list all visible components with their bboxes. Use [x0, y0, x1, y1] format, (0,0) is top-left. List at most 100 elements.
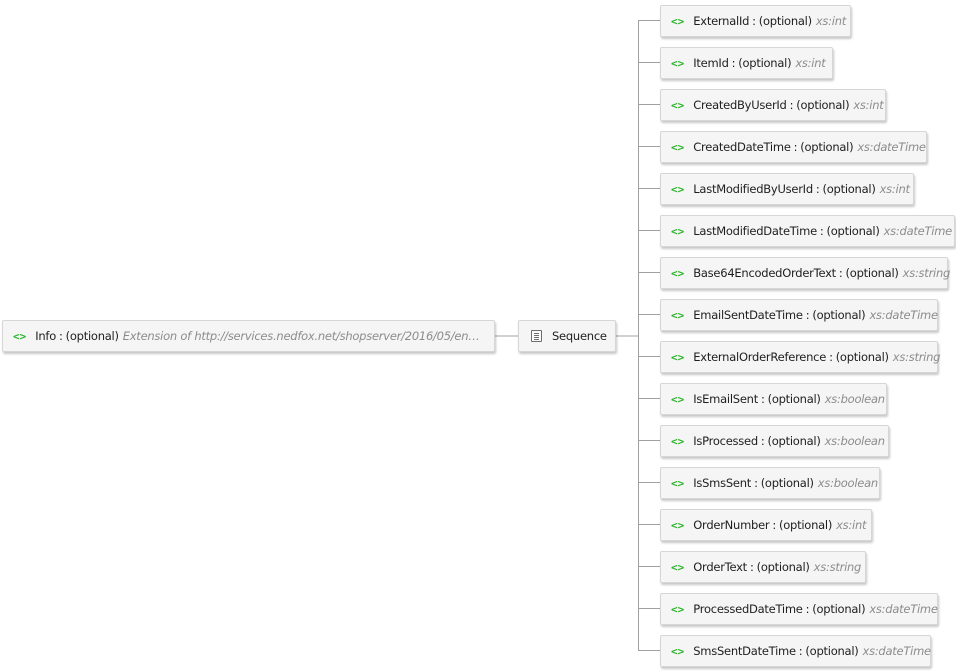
element-separator: : — [752, 14, 756, 28]
element-node[interactable]: <> IsSmsSent:(optional)xs:boolean — [660, 467, 880, 499]
element-type: xs:string — [813, 560, 862, 574]
element-icon: <> — [671, 266, 685, 280]
element-node[interactable]: <> ItemId:(optional)xs:int — [660, 47, 833, 79]
element-separator: : — [754, 476, 758, 490]
element-type: xs:dateTime — [883, 224, 953, 238]
sequence-icon — [531, 330, 542, 342]
element-icon: <> — [671, 14, 685, 28]
element-occurrence: (optional) — [756, 560, 810, 574]
element-type: xs:dateTime — [857, 140, 926, 154]
element-separator: : — [829, 350, 833, 364]
element-type: xs:string — [902, 266, 951, 280]
element-occurrence: (optional) — [796, 98, 850, 112]
element-name: LastModifiedDateTime — [693, 224, 817, 238]
element-icon: <> — [671, 224, 685, 238]
element-occurrence: (optional) — [760, 476, 814, 490]
element-name: ProcessedDateTime — [693, 602, 803, 616]
element-name: EmailSentDateTime — [693, 308, 803, 322]
element-icon: <> — [671, 644, 685, 658]
element-icon: <> — [671, 308, 685, 322]
element-occurrence: (optional) — [767, 392, 821, 406]
element-name: ExternalOrderReference — [693, 350, 827, 364]
element-node[interactable]: <> IsProcessed:(optional)xs:boolean — [660, 425, 889, 457]
element-icon: <> — [671, 434, 685, 448]
element-node[interactable]: <>EmailSentDateTime:(optional)xs:dateTim… — [660, 299, 938, 331]
element-type: xs:int — [815, 14, 847, 28]
element-type: xs:int — [853, 98, 884, 112]
element-name: ItemId — [693, 56, 729, 70]
element-type: xs:boolean — [824, 392, 885, 406]
element-name: OrderText — [693, 560, 747, 574]
element-occurrence: (optional) — [805, 644, 859, 658]
element-occurrence: (optional) — [826, 224, 880, 238]
element-node[interactable]: <> ProcessedDateTime:(optional)xs:dateTim… — [660, 593, 938, 625]
element-node[interactable]: <> Base64EncodedOrderText:(optional)xs:st… — [660, 257, 951, 289]
element-node[interactable]: <> OrderText:(optional)xs:string — [660, 551, 866, 583]
element-occurrence: (optional) — [800, 140, 854, 154]
element-separator: : — [798, 644, 803, 658]
element-name: Info — [35, 329, 57, 343]
element-name: CreatedByUserId — [693, 98, 787, 112]
element-node[interactable]: <>CreatedByUserId:(optional)xs:int — [660, 89, 886, 121]
element-occurrence: (optional) — [738, 56, 792, 70]
child-branch-connectors — [638, 20, 660, 651]
element-separator: : — [838, 266, 843, 280]
element-occurrence: (optional) — [758, 14, 812, 28]
element-icon: <> — [671, 350, 685, 364]
element-type: xs:dateTime — [869, 308, 938, 322]
element-node[interactable]: <> ExternalOrderReference:(optional)xs:st… — [660, 341, 941, 373]
element-separator: : — [731, 56, 736, 70]
element-extension: Extension of http://services.nedfox.net/… — [122, 329, 481, 343]
element-occurrence: (optional) — [65, 329, 119, 343]
element-separator: : — [805, 602, 810, 616]
element-separator: : — [819, 224, 824, 238]
element-separator: : — [749, 560, 754, 574]
element-type: xs:int — [836, 518, 867, 532]
element-occurrence: (optional) — [812, 308, 866, 322]
element-node[interactable]: <> ExternalId:(optional)xs:int — [660, 5, 851, 37]
element-name: SmsSentDateTime — [693, 644, 796, 658]
element-name: LastModifiedByUserId — [693, 182, 813, 196]
element-name: Base64EncodedOrderText — [693, 266, 836, 280]
element-name: OrderNumber — [693, 518, 770, 532]
element-occurrence: (optional) — [779, 518, 833, 532]
element-name: IsEmailSent — [693, 392, 758, 406]
element-occurrence: (optional) — [835, 350, 889, 364]
element-type: xs:boolean — [824, 434, 885, 448]
element-name: IsSmsSent — [693, 476, 752, 490]
element-name: ExternalId — [693, 14, 750, 28]
element-occurrence: (optional) — [845, 266, 899, 280]
element-type: xs:boolean — [817, 476, 878, 490]
element-type: xs:dateTime — [862, 644, 932, 658]
element-type: xs:int — [879, 182, 910, 196]
element-icon: <> — [671, 602, 685, 616]
element-node[interactable]: <>IsEmailSent:(optional)xs:boolean — [660, 383, 887, 415]
sequence-label: Sequence — [552, 329, 607, 343]
element-node[interactable]: <>CreatedDateTime:(optional)xs:dateTime — [660, 131, 927, 163]
element-separator: : — [793, 140, 798, 154]
element-occurrence: (optional) — [822, 182, 876, 196]
element-icon: <> — [671, 518, 685, 532]
element-type: xs:int — [795, 56, 826, 70]
element-icon: <> — [671, 140, 685, 154]
element-separator: : — [59, 329, 63, 343]
element-icon: <> — [671, 56, 685, 70]
element-occurrence: (optional) — [767, 434, 821, 448]
root-element-info[interactable]: <> Info : (optional) Extension of http:/… — [2, 320, 495, 352]
element-icon: <> — [671, 560, 685, 574]
element-icon: <> — [671, 476, 685, 490]
element-node[interactable]: <> SmsSentDateTime:(optional)xs:dateTime — [660, 635, 931, 667]
element-node[interactable]: <> OrderNumber:(optional)xs:int — [660, 509, 872, 541]
element-node[interactable]: <> LastModifiedDateTime:(optional)xs:date… — [660, 215, 955, 247]
sequence-node[interactable]: Sequence — [518, 320, 616, 352]
element-separator: : — [760, 392, 765, 406]
element-separator: : — [772, 518, 777, 532]
element-type: xs:dateTime — [869, 602, 938, 616]
element-type: xs:string — [892, 350, 941, 364]
element-node[interactable]: <>LastModifiedByUserId:(optional)xs:int — [660, 173, 914, 205]
element-separator: : — [815, 182, 820, 196]
element-occurrence: (optional) — [812, 602, 866, 616]
element-separator: : — [760, 434, 765, 448]
element-name: IsProcessed — [693, 434, 758, 448]
